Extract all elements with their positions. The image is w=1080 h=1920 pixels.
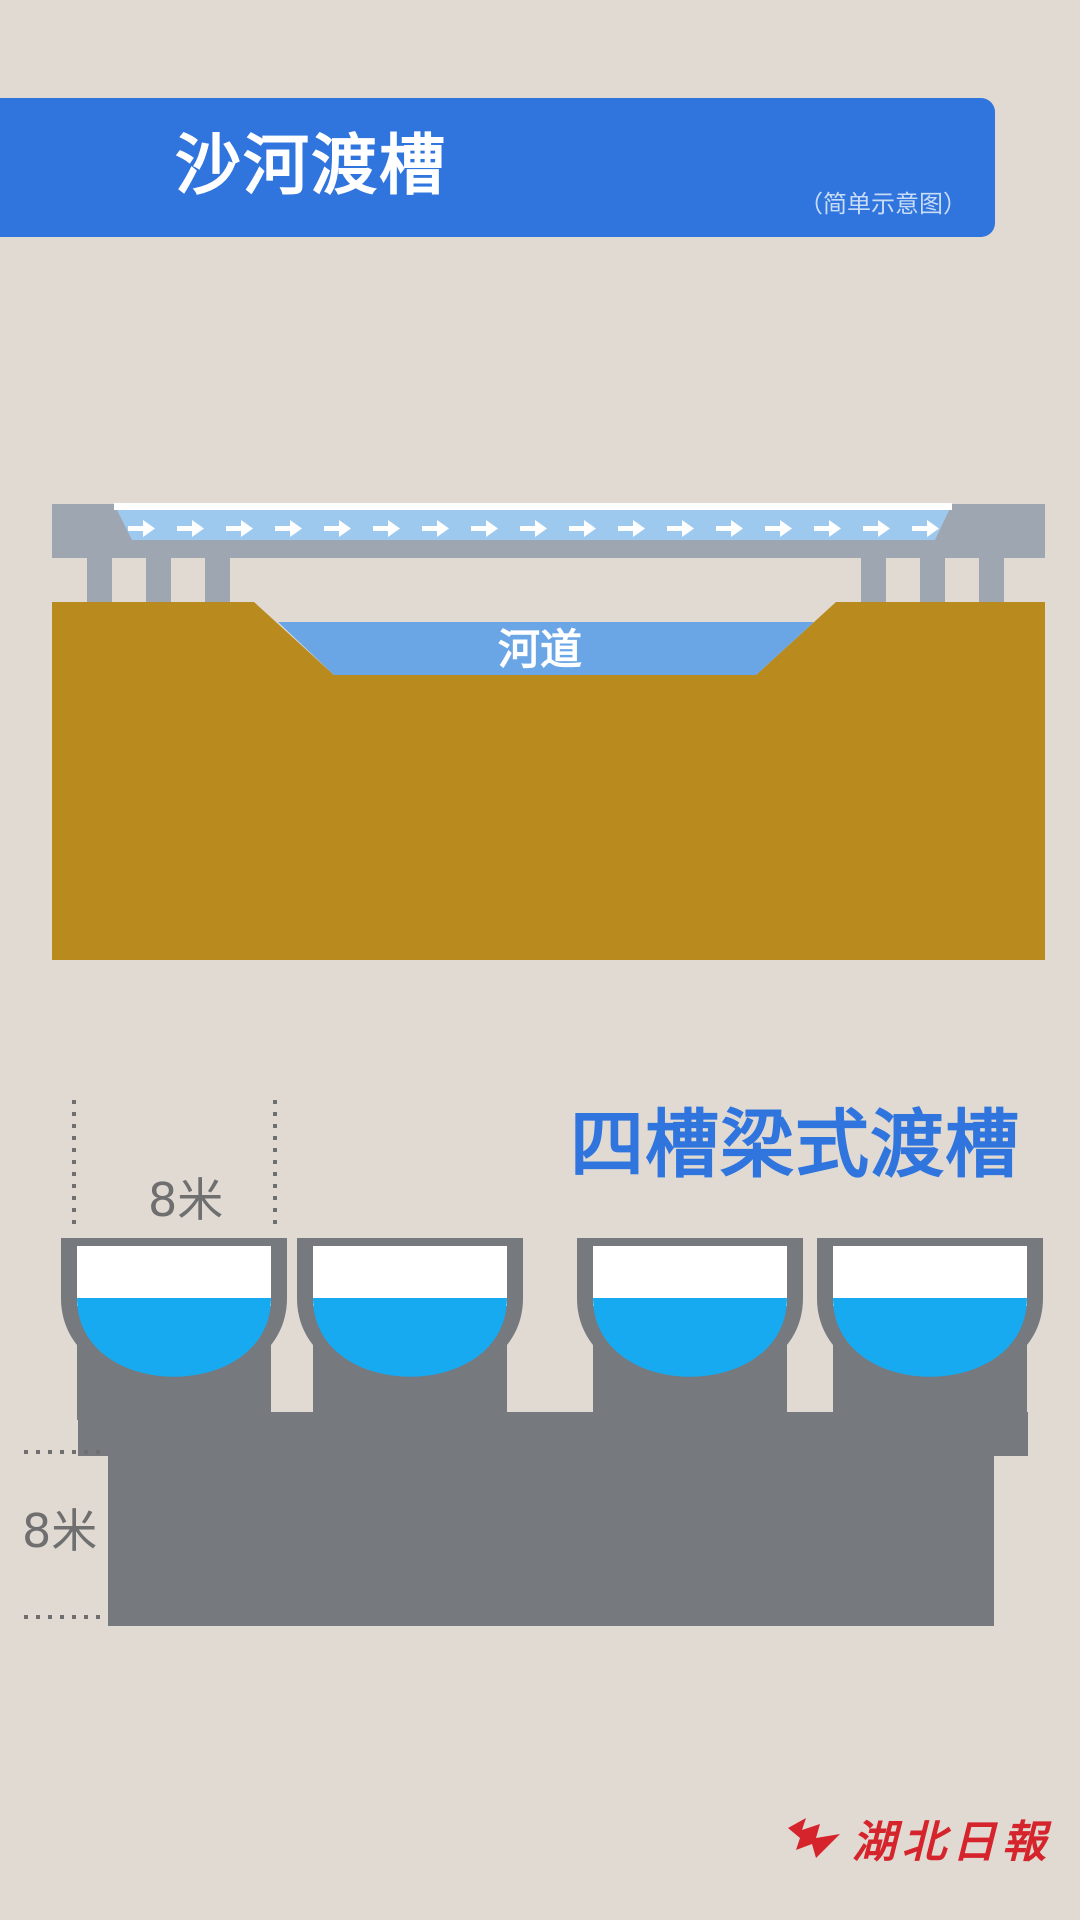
flow-arrow xyxy=(618,520,645,537)
logo-text: 湖北日報 xyxy=(852,1817,1052,1868)
flow-arrows xyxy=(128,520,939,537)
flow-arrow xyxy=(716,520,743,537)
pier-height-label: 8米 xyxy=(22,1504,98,1558)
flow-arrow xyxy=(373,520,400,537)
flow-arrow xyxy=(912,520,939,537)
publisher-logo: 湖北日報 xyxy=(786,1808,1052,1868)
flow-arrow xyxy=(324,520,351,537)
trough-water xyxy=(593,1298,787,1377)
flow-arrow xyxy=(422,520,449,537)
flow-arrow xyxy=(667,520,694,537)
flow-arrow xyxy=(128,520,155,537)
diagram-note: （简单示意图） xyxy=(799,190,967,218)
flow-arrow xyxy=(863,520,890,537)
flow-arrow xyxy=(226,520,253,537)
earth-ground xyxy=(52,602,1045,960)
flow-arrow xyxy=(765,520,792,537)
trough-water xyxy=(313,1298,507,1377)
flow-arrow xyxy=(520,520,547,537)
flow-arrow xyxy=(177,520,204,537)
flow-arrow xyxy=(814,520,841,537)
hubei-daily-logo-icon xyxy=(788,1818,840,1858)
trough-width-label: 8米 xyxy=(148,1173,224,1227)
trough xyxy=(577,1238,803,1420)
flow-arrow xyxy=(275,520,302,537)
dimension-lines xyxy=(24,1100,277,1619)
trough xyxy=(817,1238,1043,1420)
flow-arrow xyxy=(569,520,596,537)
trough xyxy=(297,1238,523,1420)
title-banner: 沙河渡槽 （简单示意图） xyxy=(0,98,995,237)
bridge-piers xyxy=(87,552,1004,602)
river-label: 河道 xyxy=(497,625,582,674)
aqueduct-deck xyxy=(52,503,1045,558)
trough-water xyxy=(833,1298,1027,1377)
trough-section xyxy=(61,1238,1043,1626)
river-channel xyxy=(278,622,814,675)
page-title: 沙河渡槽 xyxy=(175,127,447,204)
flow-arrow xyxy=(471,520,498,537)
aqueduct-type-title: 四槽梁式渡槽 xyxy=(570,1102,1020,1188)
trough-water xyxy=(77,1298,271,1377)
trough xyxy=(61,1238,287,1420)
